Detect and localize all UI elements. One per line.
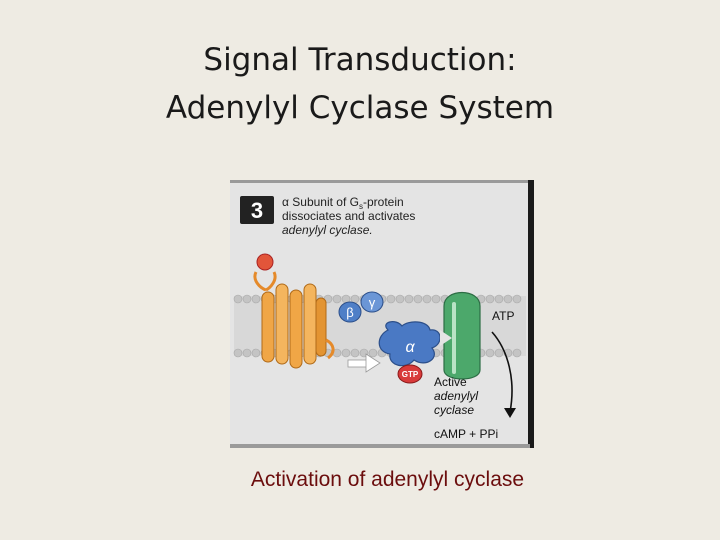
lipid-head	[350, 348, 360, 358]
gtp-molecule	[397, 364, 423, 384]
step-text-line-3: adenylyl cyclase.	[282, 223, 373, 237]
alpha-label: α	[405, 339, 415, 356]
lipid-head	[395, 294, 405, 304]
lipid-head	[332, 294, 342, 304]
title-line-2: Adenylyl Cyclase System	[165, 90, 555, 126]
slide-title: Signal Transduction: Adenylyl Cyclase Sy…	[0, 36, 720, 132]
lipid-head	[386, 294, 396, 304]
lipid-head	[503, 294, 513, 304]
lipid-head	[368, 348, 378, 358]
gamma-subunit	[360, 291, 384, 313]
atp-label: ATP	[492, 309, 514, 323]
lipid-head	[431, 294, 441, 304]
movement-arrow	[347, 353, 381, 373]
ligand-molecule	[256, 253, 274, 271]
step-number: 3	[251, 198, 263, 223]
step-text-line-2: dissociates and activates	[282, 209, 415, 223]
step-text-line-1: α Subunit of Gs-protein	[282, 195, 404, 211]
lipid-head	[233, 348, 243, 358]
beta-label: β	[346, 305, 353, 320]
figure-caption: Activation of adenylyl cyclase	[250, 468, 525, 491]
lipid-head	[512, 348, 522, 358]
lipid-head	[494, 348, 504, 358]
beta-subunit	[338, 301, 362, 323]
lipid-head	[512, 294, 522, 304]
conversion-arrow	[491, 331, 513, 413]
title-line-1: Signal Transduction:	[203, 42, 517, 78]
step-badge	[240, 196, 274, 224]
lipid-head	[251, 348, 261, 358]
lipid-head	[422, 294, 432, 304]
gamma-label: γ	[369, 295, 376, 310]
product-label: cAMP + PPi	[434, 427, 498, 441]
lipid-head	[233, 294, 243, 304]
lipid-head	[242, 294, 252, 304]
adenylyl-cyclase-figure: 3 α Subunit of Gs-protein dissociates an…	[230, 180, 536, 448]
lipid-head	[485, 294, 495, 304]
lipid-head	[485, 348, 495, 358]
active-label-line-1: Active	[434, 375, 467, 389]
gtp-label: GTP	[402, 370, 419, 379]
figure-right-border	[528, 180, 534, 448]
lipid-head	[494, 294, 504, 304]
lipid-head	[341, 348, 351, 358]
figure-bottom-border	[230, 444, 530, 448]
lipid-head	[413, 294, 423, 304]
active-label-line-3: cyclase	[434, 403, 474, 417]
receptor-protein	[253, 271, 335, 369]
figure-svg: 3 α Subunit of Gs-protein dissociates an…	[230, 180, 534, 448]
lipid-head	[242, 348, 252, 358]
lipid-head	[251, 294, 261, 304]
lipid-head	[404, 294, 414, 304]
active-label-line-2: adenylyl	[434, 389, 478, 403]
alpha-subunit	[378, 321, 441, 367]
figure-top-border	[230, 180, 530, 183]
adenylyl-cyclase	[443, 292, 481, 380]
